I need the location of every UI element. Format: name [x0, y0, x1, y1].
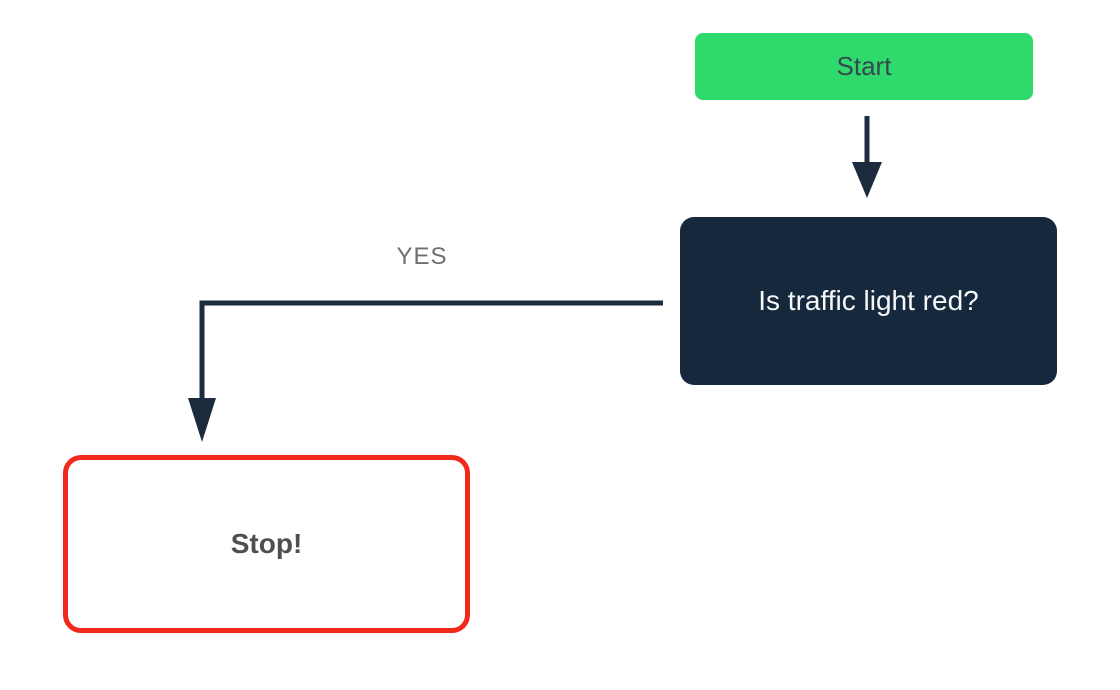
arrow-question-to-stop-shaft	[199, 300, 663, 400]
node-question-label: Is traffic light red?	[758, 285, 979, 316]
node-start-label: Start	[836, 51, 892, 81]
node-start: Start	[695, 33, 1033, 100]
node-stop-label: Stop!	[230, 528, 303, 559]
arrow-start-to-question	[852, 116, 882, 198]
arrow-question-to-stop	[188, 300, 663, 442]
node-stop: Stop!	[63, 455, 470, 633]
node-question: Is traffic light red?	[680, 217, 1057, 385]
arrow-question-to-stop-head-icon	[188, 398, 216, 442]
edge-label-yes: YES	[396, 243, 448, 270]
arrow-start-to-question-head-icon	[852, 162, 882, 198]
